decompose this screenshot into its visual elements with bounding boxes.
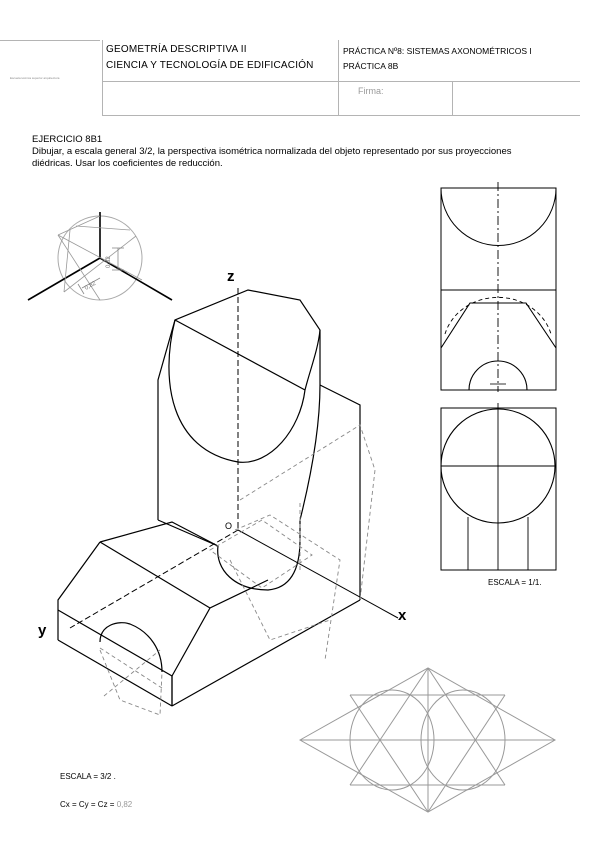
construction-dashed	[99, 424, 376, 716]
views-scale-note: ESCALA = 1/1.	[488, 578, 542, 587]
school-logo-text: Escuela técnica superior arquitectura	[10, 76, 60, 80]
coefficient-label-vertical: 0,82	[106, 256, 112, 268]
header-divider-middle	[338, 40, 339, 115]
reduction-coefficients-note: Cx = Cy = Cz = 0,82	[60, 800, 132, 809]
header-rule-bottom	[102, 115, 580, 116]
plan-view	[440, 403, 557, 571]
exercise-statement: Dibujar, a escala general 3/2, la perspe…	[32, 146, 512, 169]
general-scale-note: ESCALA = 3/2 .	[60, 772, 116, 781]
coefficients-prefix: Cx = Cy = Cz =	[60, 800, 117, 809]
practice-subtitle: PRÁCTICA 8B	[343, 61, 399, 71]
header-top-left-rule	[0, 40, 100, 41]
isometric-axes	[69, 288, 399, 629]
x-axis-label: x	[398, 607, 407, 624]
coefficients-value: 0,82	[116, 800, 133, 809]
subject-title: GEOMETRÍA DESCRIPTIVA II	[106, 44, 247, 55]
subject-subtitle: CIENCIA Y TECNOLOGÍA DE EDIFICACIÓN	[106, 60, 314, 71]
coefficient-label-diagonal: 0,82	[84, 280, 98, 291]
signature-label: Firma:	[358, 86, 384, 96]
isometric-reference-diagram	[27, 212, 173, 301]
z-axis-label: z	[227, 268, 235, 285]
elevation-view	[440, 182, 557, 392]
exercise-title: EJERCICIO 8B1	[32, 134, 103, 145]
practice-title: PRÁCTICA Nº8: SISTEMAS AXONOMÉTRICOS I	[343, 46, 532, 56]
object-perspective	[57, 289, 361, 707]
y-axis-label: y	[38, 622, 47, 639]
header-divider-vertical	[102, 40, 103, 115]
ellipse-construction	[298, 667, 557, 813]
header-signature-divider	[452, 82, 453, 115]
origin-label: O	[225, 521, 232, 531]
header-rule-middle	[102, 81, 580, 82]
